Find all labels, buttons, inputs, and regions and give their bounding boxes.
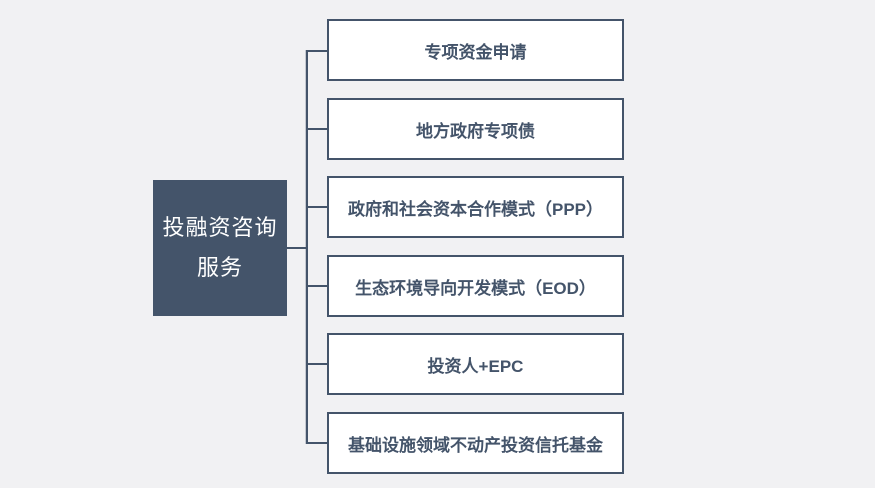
branch-node-eod-model: 生态环境导向开发模式（EOD） [327,255,624,317]
branch-node-investor-epc: 投资人+EPC [327,333,624,395]
branch-connector-line [308,50,327,52]
branch-node-special-fund-application: 专项资金申请 [327,19,624,81]
root-node: 投融资咨询 服务 [153,180,287,316]
branch-node-label: 专项资金申请 [424,42,527,62]
branch-node-local-government-special-bond: 地方政府专项债 [327,98,624,160]
branch-node-ppp-model: 政府和社会资本合作模式（PPP） [327,176,624,238]
branch-connector-line [308,285,327,287]
branch-connector-line [308,128,327,130]
branch-node-label: 政府和社会资本合作模式（PPP） [347,199,604,219]
branch-node-label: 地方政府专项债 [416,121,535,141]
branch-connector-line [308,363,327,365]
root-node-label-line2: 服务 [196,255,243,280]
branch-connector-line [308,442,327,444]
branch-connector-line [308,206,327,208]
connector-trunk-line [306,50,308,444]
branch-node-label: 基础设施领域不动产投资信托基金 [348,435,603,455]
root-connector-line [287,247,306,249]
branch-node-label: 投资人+EPC [427,356,524,376]
branch-node-label: 生态环境导向开发模式（EOD） [355,278,596,298]
branch-node-infrastructure-reits: 基础设施领域不动产投资信托基金 [327,412,624,474]
root-node-label-line1: 投融资咨询 [162,215,278,240]
